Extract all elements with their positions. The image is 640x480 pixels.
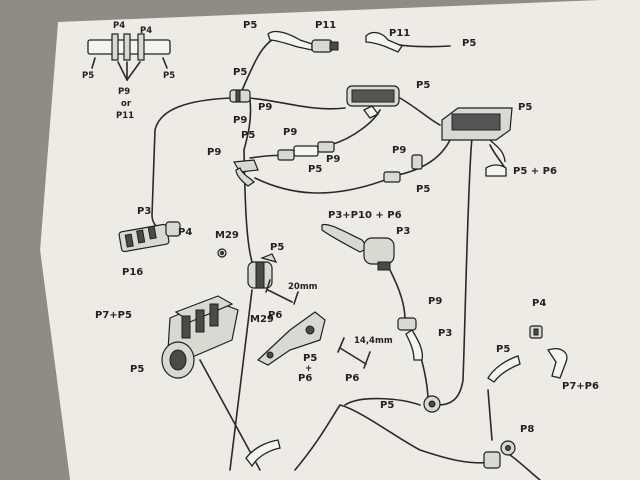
label-p5-right-a: P5 <box>416 184 430 195</box>
label-p6-plus: + <box>305 364 312 374</box>
label-m29-b: M29 <box>250 314 274 325</box>
dim-20mm <box>265 279 299 305</box>
label-p4-right: P4 <box>532 298 546 309</box>
label-inset-or: or <box>121 99 132 109</box>
label-p4-left: P4 <box>178 227 192 238</box>
label-p9-lower: P9 <box>428 296 442 307</box>
label-p6-dim: P6 <box>345 373 359 384</box>
label-inset-p5-left: P5 <box>82 71 94 81</box>
label-p3-upper: P3 <box>396 226 410 237</box>
bottom-left-hose <box>245 439 281 468</box>
label-p16: P16 <box>122 267 143 278</box>
p4-right-clip <box>529 325 568 379</box>
label-p5-upper-left: P5 <box>233 67 247 78</box>
label-m29: M29 <box>215 230 239 241</box>
label-p9-mid-b: P9 <box>326 154 340 165</box>
label-top-p11-a: P11 <box>315 20 336 31</box>
engine-block <box>161 295 239 379</box>
label-p5-cyl: P5 <box>270 242 284 253</box>
label-p9-mid-left: P9 <box>207 147 221 158</box>
label-p5-filter-right: P5 <box>518 102 532 113</box>
fuel-filter-right <box>441 107 513 177</box>
p3-injector-nozzle <box>321 223 395 271</box>
label-top-p11-b: P11 <box>389 28 410 39</box>
fuel-rail <box>118 221 181 253</box>
p9-elbow-lower <box>397 317 424 361</box>
label-p7-p6: P7+P6 <box>562 381 599 392</box>
label-p9-right: P9 <box>392 145 406 156</box>
label-p5-bracket: P5 <box>303 353 317 364</box>
paper-shadow-edge <box>0 0 70 480</box>
bracket-part <box>256 311 326 366</box>
label-inset-p5-right: P5 <box>163 71 175 81</box>
label-inset-p9: P9 <box>118 87 130 97</box>
label-dim-14mm: 14,4mm <box>354 336 393 346</box>
label-p5-p6-right: P5 + P6 <box>513 166 557 177</box>
label-p7-p5: P7+P5 <box>95 310 132 321</box>
label-p8: P8 <box>520 424 534 435</box>
label-inset-p4-left: P4 <box>113 21 125 31</box>
label-p5-filter-upper: P5 <box>416 80 430 91</box>
tee-connector <box>232 159 259 187</box>
label-p3-lower: P3 <box>438 328 452 339</box>
pump-part <box>423 395 441 413</box>
label-top-p5-a: P5 <box>243 20 257 31</box>
p8-part <box>483 440 516 469</box>
inset-detail <box>87 33 171 81</box>
top-hose-part <box>267 30 403 53</box>
small-tee-mid <box>383 154 423 183</box>
label-p5-engine: P5 <box>130 364 144 375</box>
label-top-p5-b: P5 <box>462 38 476 49</box>
cylinder-part <box>247 253 278 289</box>
label-p5-pump: P5 <box>380 400 394 411</box>
p9-connector-upper <box>229 89 251 103</box>
label-p6-left: P6 <box>268 310 282 321</box>
label-p5-lower-right: P5 <box>496 344 510 355</box>
label-p9-upper-left-a: P9 <box>258 102 272 113</box>
label-p3-p10-p6: P3+P10 + P6 <box>328 210 402 221</box>
label-dim-20mm: 20mm <box>288 282 318 292</box>
label-p9-upper-left-b: P9 <box>233 115 247 126</box>
label-p3-left: P3 <box>137 206 151 217</box>
label-inset-p4-right: P4 <box>140 26 152 36</box>
m29-bolt <box>217 248 227 258</box>
p5-small-hose <box>487 355 521 383</box>
label-p5-mid: P5 <box>241 130 255 141</box>
label-p6-bracket: P6 <box>298 373 312 384</box>
label-p5-mid-b: P5 <box>308 164 322 175</box>
dim-14mm <box>337 337 371 369</box>
label-inset-p11: P11 <box>116 111 134 121</box>
label-p9-mid-a: P9 <box>283 127 297 138</box>
mid-hose <box>277 141 335 161</box>
fuel-filter-upper <box>346 85 400 119</box>
